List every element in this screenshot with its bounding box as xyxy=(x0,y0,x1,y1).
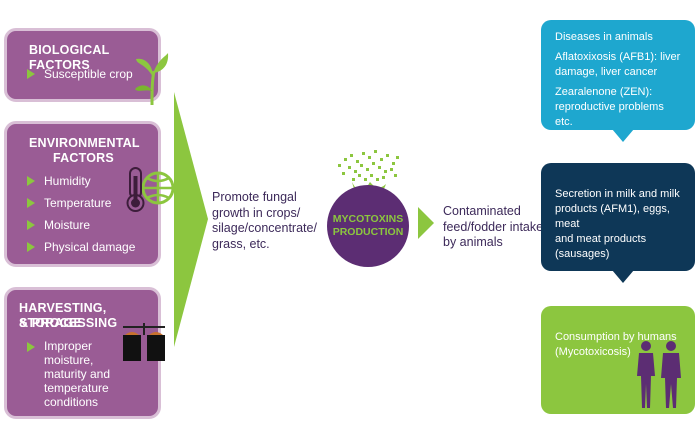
harvesting-item-line: Improper xyxy=(44,339,93,353)
environmental-factors-box: ENVIRONMENTAL FACTORS Humidity Temperatu… xyxy=(4,121,175,267)
contaminated-intake-text: Contaminated feed/fodder intake by anima… xyxy=(443,204,544,249)
zen-line: reproductive problems etc. xyxy=(555,101,664,128)
secretion-box: Secretion in milk and milk products (AFM… xyxy=(541,163,695,271)
callout-pointer xyxy=(612,270,634,283)
environmental-item-moisture: Moisture xyxy=(44,218,91,232)
mycotoxins-production-circle xyxy=(327,185,409,267)
harvesting-title-line2: & PROCESSING xyxy=(19,316,118,330)
afb1-line: Aflatoxixosis (AFB1): liver xyxy=(555,51,681,63)
callout-pointer xyxy=(612,129,634,142)
plant-sprout-icon xyxy=(135,53,169,105)
environmental-item-humidity: Humidity xyxy=(44,174,91,188)
promote-fungal-growth-text: Promote fungal growth in crops/ silage/c… xyxy=(212,190,317,251)
human-figures-icon xyxy=(637,341,681,408)
harvesting-item-line: moisture, xyxy=(44,353,94,367)
afb1-line: damage, liver cancer xyxy=(555,66,658,78)
diseases-in-animals-box: Diseases in animals Aflatoxixosis (AFB1)… xyxy=(541,20,695,130)
bullet-arrow-icon xyxy=(27,342,35,352)
harvesting-storage-box: HARVESTING, STORAGE & PROCESSING Imprope… xyxy=(4,287,165,419)
secretion-line: products (AFM1), eggs, meat xyxy=(555,203,670,230)
secretion-line: Secretion in milk and milk xyxy=(555,188,680,200)
bullet-arrow-icon xyxy=(27,69,35,79)
bullet-arrow-icon xyxy=(27,220,35,230)
zen-line: Zearalenone (ZEN): xyxy=(555,86,653,98)
mycotoxins-label: MYCOTOXINS PRODUCTION xyxy=(332,213,404,238)
harvesting-item-line: maturity and xyxy=(44,367,111,381)
biological-factors-box: BIOLOGICAL FACTORS Susceptible crop xyxy=(4,28,169,105)
harvesting-item-line: conditions xyxy=(44,395,99,409)
large-green-arrow xyxy=(174,92,208,347)
humans-line: (Mycotoxicosis) xyxy=(555,346,631,358)
bullet-arrow-icon xyxy=(27,242,35,252)
environmental-factors-title-line1: ENVIRONMENTAL xyxy=(29,136,140,150)
harvesting-item-line: temperature xyxy=(44,381,109,395)
environmental-factors-title-line2: FACTORS xyxy=(53,151,114,165)
humans-line: Consumption by humans xyxy=(555,331,677,343)
environmental-item-temperature: Temperature xyxy=(44,196,112,210)
environmental-item-physical-damage: Physical damage xyxy=(44,240,136,254)
bullet-arrow-icon xyxy=(27,198,35,208)
secretion-line: and meat products (sausages) xyxy=(555,233,647,260)
storage-bins-icon xyxy=(123,323,165,361)
biological-factors-title: BIOLOGICAL FACTORS xyxy=(29,43,110,72)
diseases-title: Diseases in animals xyxy=(555,31,653,43)
harvesting-title-line1: HARVESTING, STORAGE xyxy=(19,301,107,330)
bullet-arrow-icon xyxy=(27,176,35,186)
biological-item: Susceptible crop xyxy=(44,67,133,81)
small-green-arrow xyxy=(418,207,434,239)
thermometer-globe-icon xyxy=(126,167,175,212)
